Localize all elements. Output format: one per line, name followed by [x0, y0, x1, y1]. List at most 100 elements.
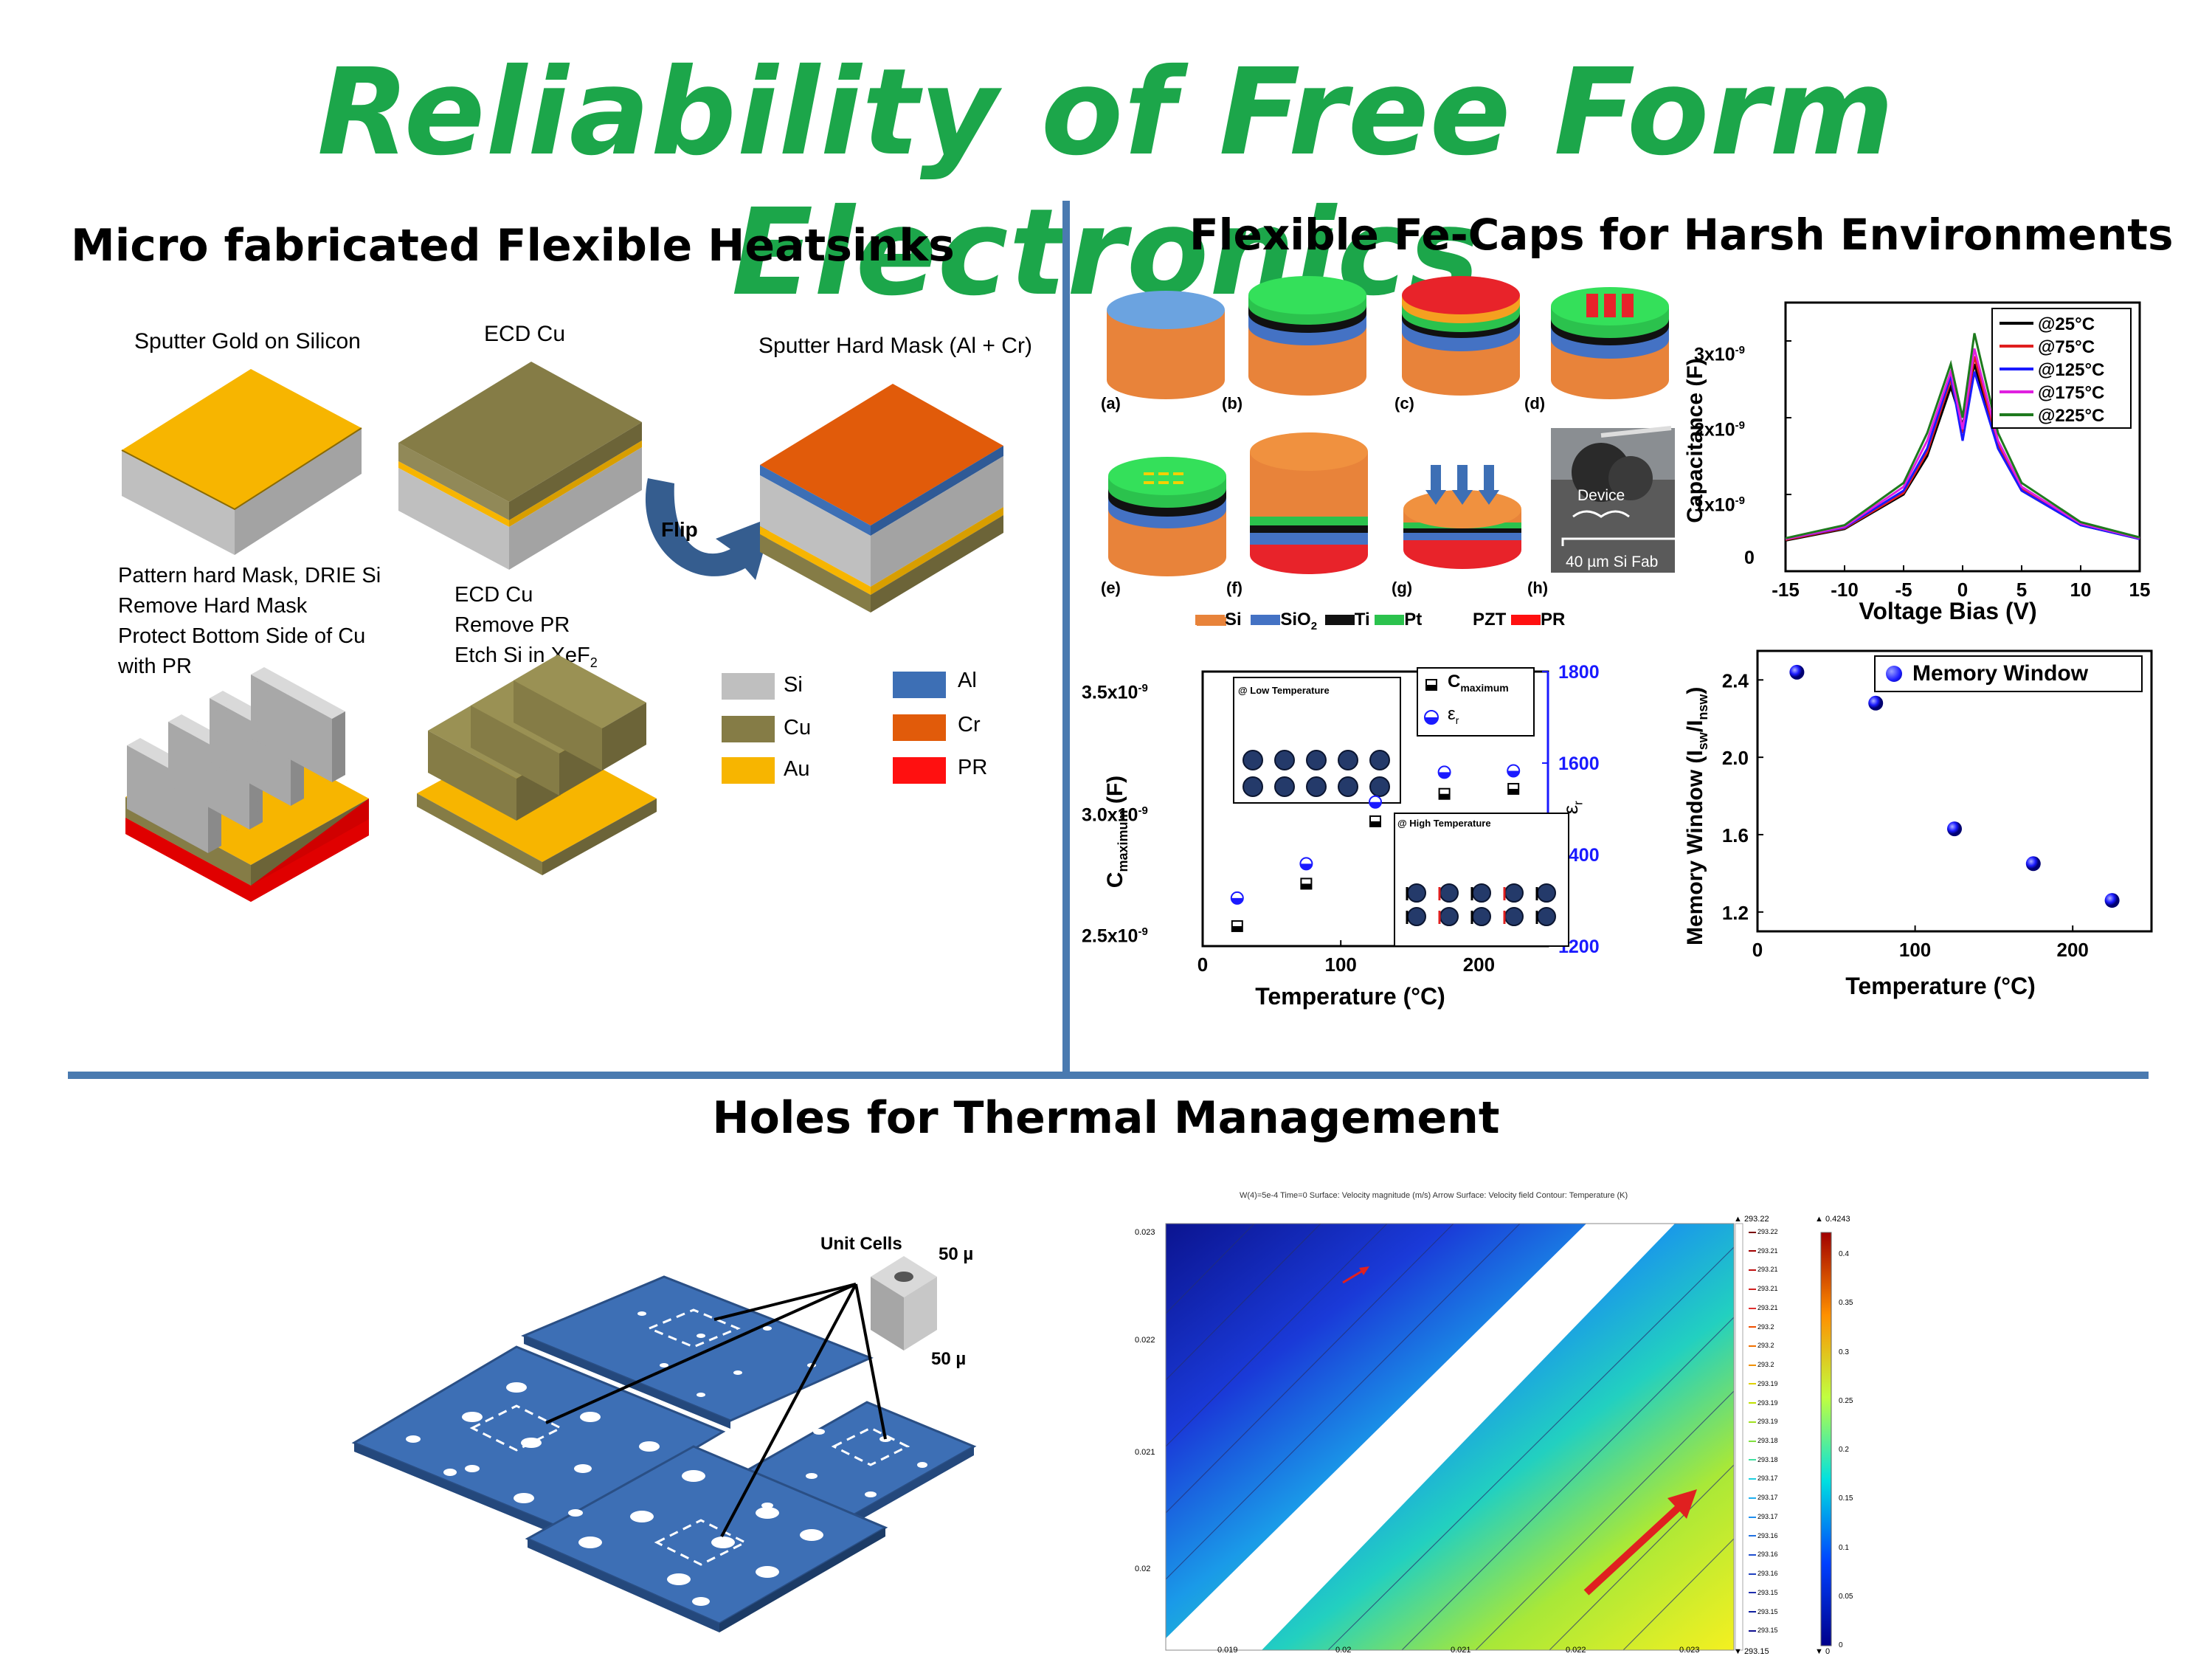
cmax-ytick: 3.0x10-9	[1082, 804, 1148, 826]
fecap-e	[1108, 457, 1226, 576]
legend-label: Cu	[784, 716, 812, 739]
unit-cell-diagram	[351, 1256, 977, 1632]
cv-ytick-text: 3x10	[1694, 344, 1735, 365]
cmax-y2label: εr	[1559, 801, 1586, 814]
cv-ytick-text: 2x10	[1694, 419, 1735, 441]
cmax-ylabel-main: C	[1103, 872, 1127, 889]
sim-ytick: 0.022	[1135, 1336, 1155, 1345]
eps-marker-fill	[1438, 772, 1451, 779]
colorbar-tick-label: 0.1	[1839, 1543, 1849, 1552]
mem-ylabel-a: Memory Window (I	[1683, 750, 1707, 945]
series-line-4	[1785, 333, 2140, 539]
contour-swatch	[1749, 1402, 1756, 1404]
mem-ylabel-c: /I	[1683, 720, 1707, 733]
y-tick-label: 2.0	[1722, 747, 1749, 769]
colorbar-temp	[1735, 1223, 1743, 1651]
sim-xtick: 0.022	[1566, 1646, 1586, 1655]
contour-value: 293.17	[1757, 1475, 1778, 1483]
cv-ytick-exp: -9	[1735, 419, 1745, 432]
x-tick-label: 0	[1752, 939, 1763, 961]
cmax-marker-fill	[1370, 821, 1380, 827]
contour-max: ▲ 293.22	[1734, 1215, 1769, 1224]
step3-label: Sputter Hard Mask (Al + Cr)	[758, 334, 1032, 358]
dipole-circle	[1369, 750, 1390, 770]
dipole-circle	[1537, 883, 1556, 903]
inset-low-label: @ Low Temperature	[1238, 685, 1330, 696]
panel-label-d: (d)	[1524, 394, 1546, 413]
mem-ylabel: Memory Window (Isw/Insw)	[1683, 687, 1711, 945]
cu-fin	[514, 655, 646, 770]
simulation-title: W(4)=5e-4 Time=0 Surface: Velocity magni…	[1240, 1191, 1628, 1200]
page-title: Reliability of Free Form Electronics	[317, 44, 1895, 323]
cmax-marker-fill	[1301, 883, 1312, 889]
dipole-circle	[1242, 776, 1263, 797]
contour-swatch	[1749, 1231, 1756, 1233]
fecaps-heading: Flexible Fe-Caps for Harsh Environments	[1189, 210, 2174, 260]
cmax-ytick: 2.5x10-9	[1082, 925, 1148, 947]
sim-ytick: 0.021	[1135, 1448, 1155, 1457]
contour-value: 293.19	[1757, 1379, 1778, 1387]
contour-value: 293.18	[1757, 1455, 1778, 1463]
cmax-ytick: 3.5x10-9	[1082, 682, 1148, 703]
dipole-circle	[1537, 907, 1556, 926]
mem-ylabel-b: sw	[1696, 732, 1710, 751]
legend-label: Au	[784, 757, 810, 781]
contour-swatch	[1749, 1592, 1756, 1594]
dipole-circle	[1369, 776, 1390, 797]
contour-swatch	[1749, 1288, 1756, 1290]
x-tick-label: 15	[2129, 579, 2151, 601]
cmax-legend: Cmaximum εr	[1417, 667, 1535, 737]
fecap-f	[1250, 432, 1368, 574]
contour-swatch	[1749, 1269, 1756, 1272]
dipole-circle	[1338, 776, 1358, 797]
contour-value: 293.2	[1757, 1322, 1774, 1331]
mem-legend: Memory Window	[1874, 655, 2143, 692]
contour-value: 293.15	[1757, 1607, 1778, 1615]
contour-legend-item: 293.21	[1749, 1285, 1778, 1292]
cv-ytick-exp: -9	[1735, 344, 1745, 356]
sim-xtick: 0.023	[1679, 1646, 1700, 1655]
fecap-legend: Si SiO2 Ti Pt PZT PR	[1195, 610, 1565, 632]
contour-swatch	[1749, 1535, 1756, 1537]
legend-eps-sub: r	[1455, 714, 1459, 726]
cmax-y2label-sub: r	[1571, 801, 1586, 805]
contour-value: 293.17	[1757, 1512, 1778, 1520]
series-line-3	[1785, 348, 2140, 540]
vertical-divider	[1062, 201, 1070, 1076]
legend-swatch-ti	[1324, 615, 1355, 625]
contour-swatch	[1749, 1440, 1756, 1442]
contour-value: 293.15	[1757, 1627, 1778, 1635]
contour-legend-item: 293.21	[1749, 1266, 1778, 1273]
cmax-marker-fill	[1439, 793, 1450, 799]
fin	[251, 667, 345, 782]
mem-ylabel-d: nsw	[1696, 694, 1710, 720]
eps-marker-fill	[1300, 863, 1313, 870]
sim-xtick: 0.02	[1335, 1646, 1352, 1655]
cmax-ytick-text: 2.5x10	[1082, 925, 1138, 947]
contour-legend-item: 293.19	[1749, 1380, 1778, 1387]
cmax-ytick-exp: -9	[1138, 682, 1148, 694]
legend-entry-eps: εr	[1448, 704, 1459, 726]
sem-scale-label: 40 µm Si Fab	[1566, 553, 1659, 570]
contour-swatch	[1749, 1326, 1756, 1328]
colorbar-tick-label: 0.15	[1839, 1494, 1853, 1503]
colorbar-tick-label: 0.3	[1839, 1348, 1849, 1356]
panel-label-h: (h)	[1527, 579, 1549, 597]
x-tick-label: -15	[1772, 579, 1800, 601]
legend-label: Cr	[958, 713, 981, 737]
legend-label: PR	[958, 756, 988, 779]
contour-legend-item: 293.15	[1749, 1627, 1778, 1634]
red-flow-arrow	[1583, 1489, 1697, 1596]
legend-cmax-sub: maximum	[1460, 681, 1509, 694]
step2-label: ECD Cu	[484, 322, 566, 346]
etch-sub: 2	[590, 655, 598, 670]
velocity-field	[1165, 1223, 1832, 1651]
legend-label-1: @75°C	[2038, 337, 2095, 357]
x-tick-label: 10	[2070, 579, 2092, 601]
block-au-on-si	[121, 369, 362, 555]
contour-legend-item: 293.22	[1749, 1228, 1778, 1235]
